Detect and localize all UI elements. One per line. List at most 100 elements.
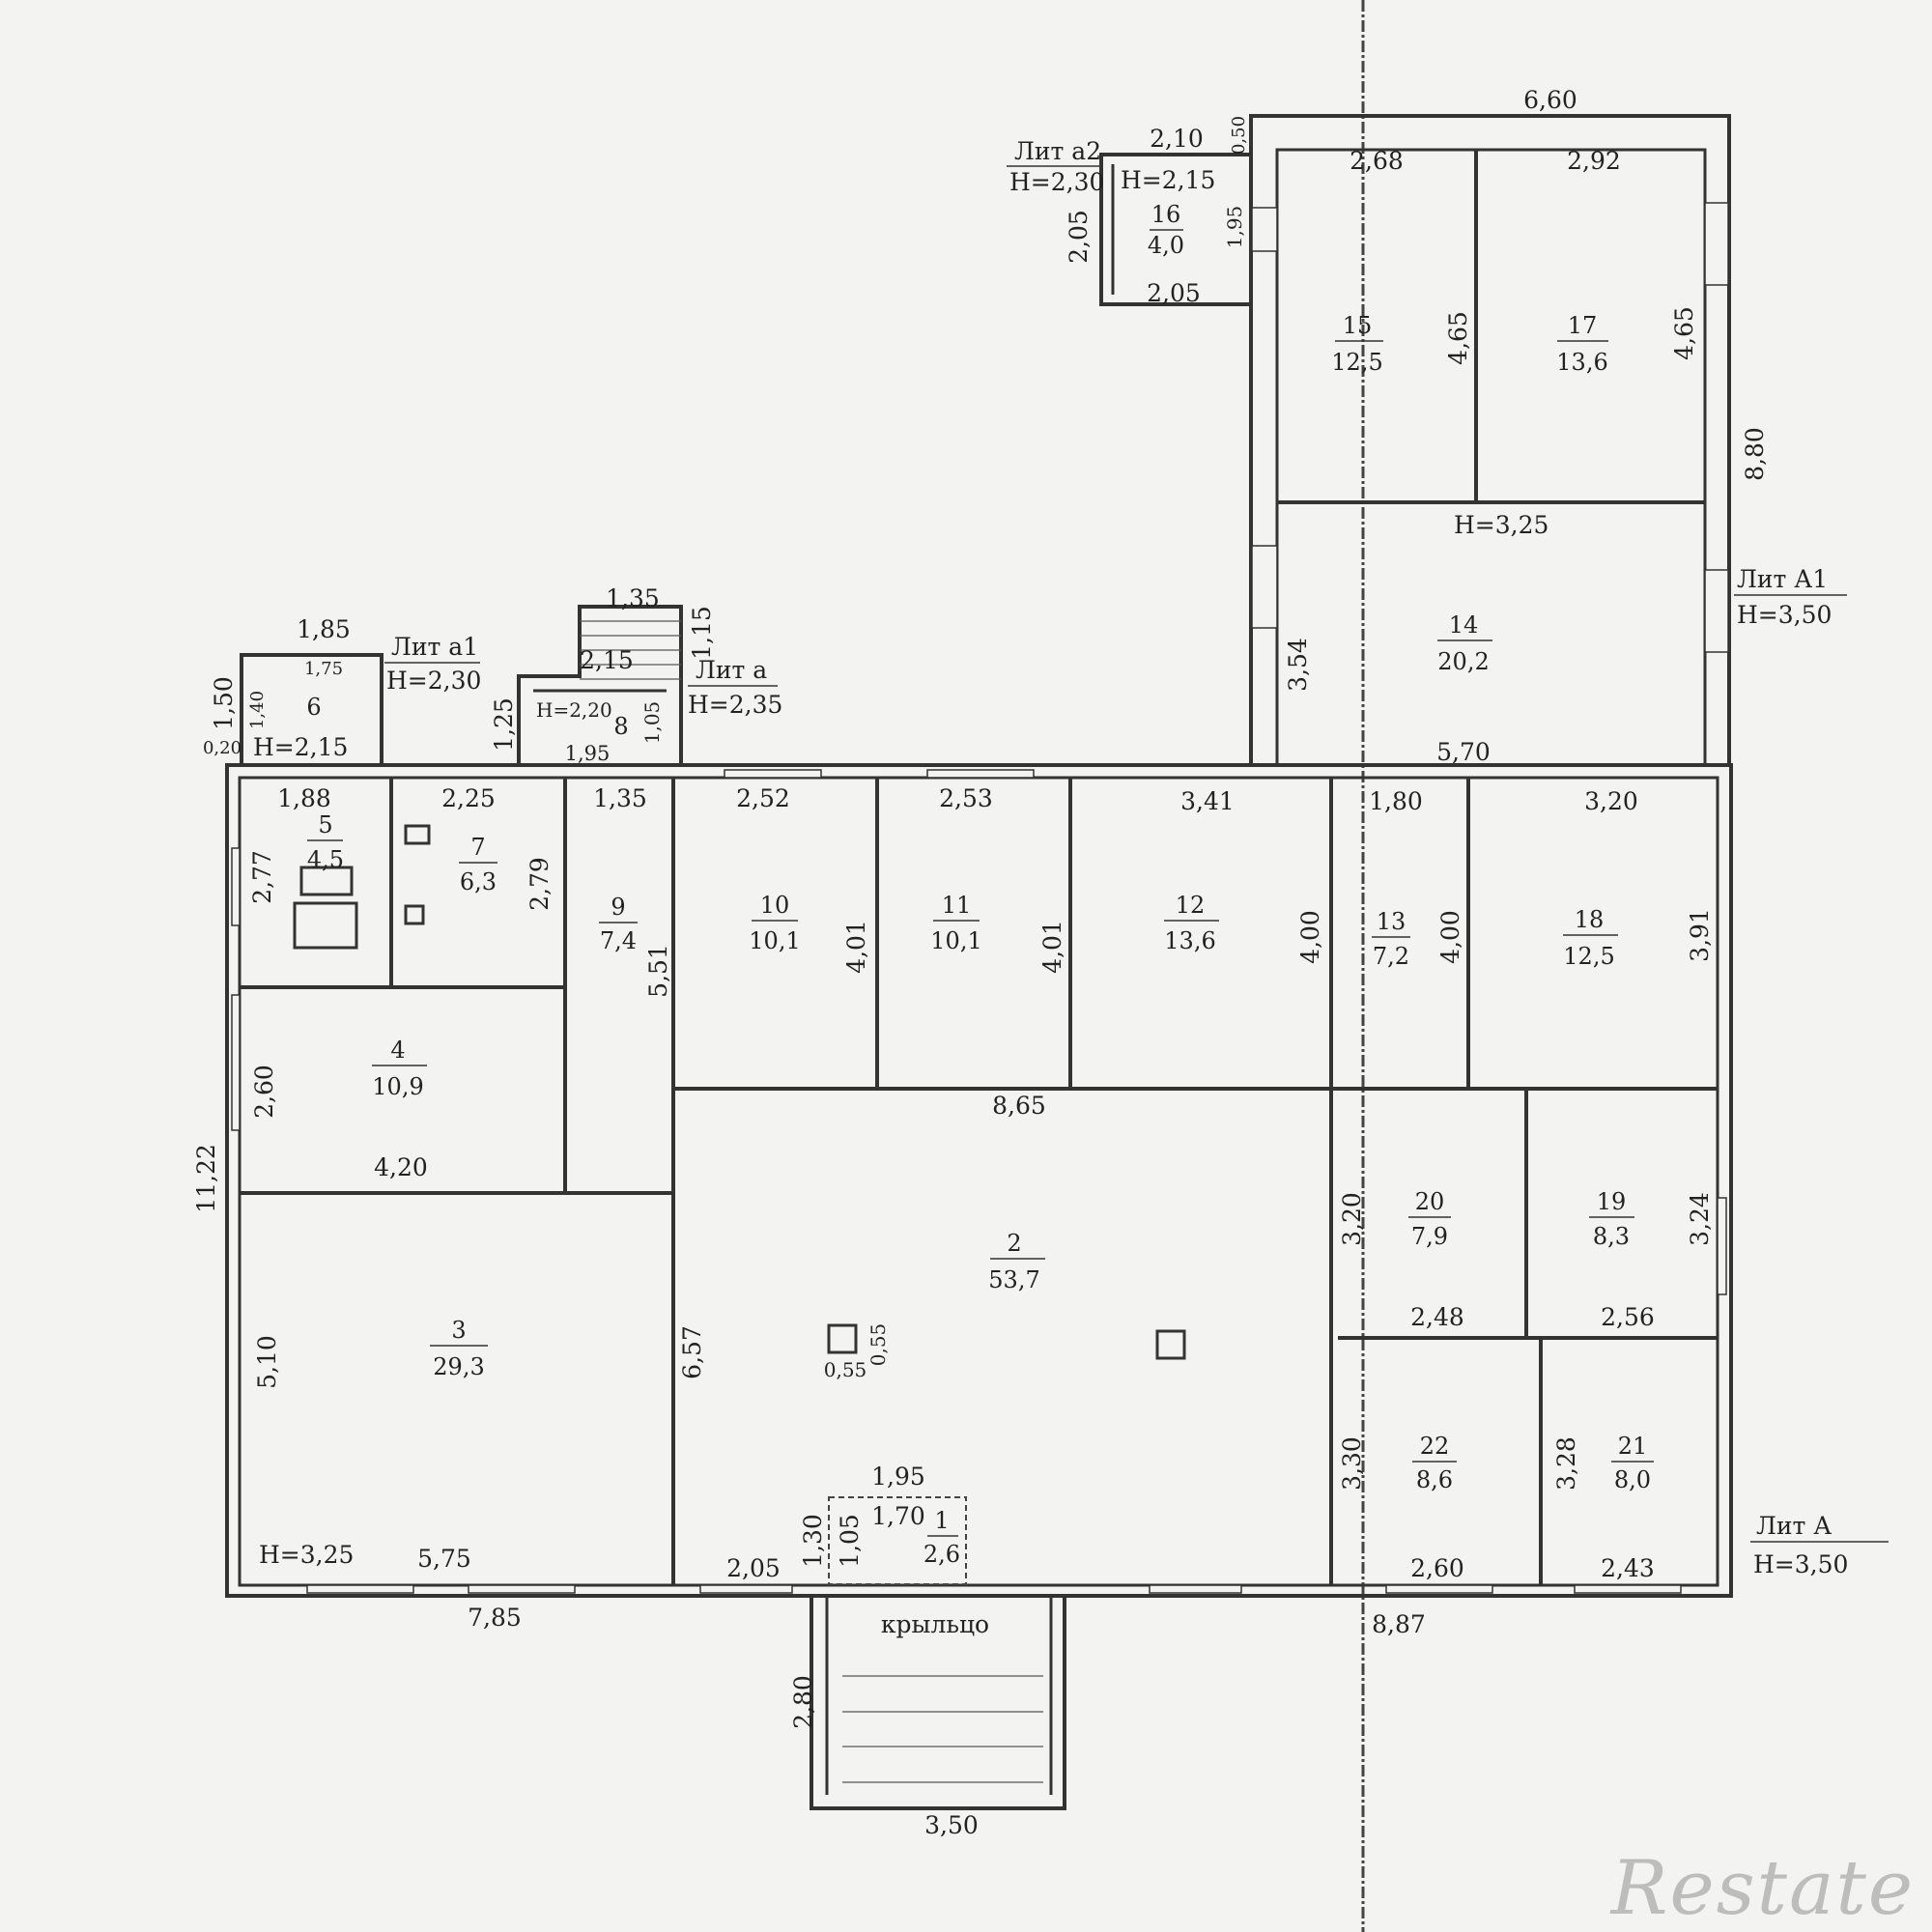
dimension: 5,10 [253, 1335, 281, 1389]
dimension: 5,70 [1436, 738, 1491, 766]
room-area: 6,3 [460, 868, 497, 895]
room-number: 15 [1343, 312, 1373, 339]
room-number: 8 [613, 713, 628, 740]
lit-labels: Лит А Н=3,50 Лит А1 Н=3,50 Лит а Н=2,35 … [253, 137, 1889, 1638]
room-area: 2,6 [923, 1541, 960, 1568]
dimension: 4,20 [374, 1153, 428, 1181]
dimension: 2,92 [1567, 147, 1621, 175]
dimension: 8,87 [1372, 1610, 1426, 1638]
dimension: 2,60 [1410, 1554, 1464, 1582]
room-area: 10,9 [372, 1073, 423, 1100]
height-14: Н=3,25 [1454, 511, 1548, 539]
room-area: 7,4 [600, 927, 637, 954]
room-number: 4 [390, 1037, 405, 1064]
room-area: 4,5 [307, 846, 344, 873]
dimensions-vertical: 0,50 2,05 1,95 4,65 4,65 8,80 3,54 1,15 … [192, 116, 1769, 1729]
height-16: Н=2,15 [1121, 166, 1215, 194]
dimension: 2,25 [441, 784, 496, 812]
room-number: 21 [1618, 1433, 1648, 1460]
windows [231, 202, 1729, 1594]
height-3: Н=3,25 [259, 1541, 354, 1569]
dimension: 5,75 [417, 1545, 471, 1573]
dimension: 0,55 [824, 1358, 867, 1381]
dimension: 1,25 [490, 697, 518, 752]
dimension: 2,60 [250, 1065, 278, 1119]
lit-a1-small-height: Н=2,30 [386, 667, 481, 695]
room-area: 13,6 [1556, 349, 1607, 376]
lit-a2-height: Н=2,30 [1009, 168, 1104, 196]
dimension: 6,57 [678, 1325, 706, 1379]
room-area: 12,5 [1331, 349, 1382, 376]
dimension: 1,70 [871, 1502, 925, 1530]
room-number: 16 [1151, 201, 1181, 228]
dimension: 2,43 [1601, 1554, 1655, 1582]
room-number: 22 [1420, 1433, 1450, 1460]
dimension: 1,35 [593, 784, 647, 812]
dimension: 1,05 [836, 1514, 864, 1568]
room-area: 7,9 [1411, 1223, 1448, 1250]
dimension: 3,30 [1338, 1436, 1366, 1491]
dimension: 2,77 [248, 850, 276, 904]
dimension: 4,00 [1436, 910, 1464, 964]
dimension: 1,85 [297, 615, 351, 643]
dimension: 5,51 [644, 944, 672, 998]
dimension: 0,50 [1229, 116, 1249, 155]
room-number: 14 [1449, 611, 1479, 639]
dimension: 3,20 [1584, 787, 1638, 815]
dimension: 2,79 [526, 857, 554, 911]
dimension: 1,95 [1223, 206, 1246, 249]
room-number: 5 [318, 811, 332, 838]
dimension: 0,20 [203, 738, 242, 758]
room-area: 10,1 [749, 927, 800, 954]
upper-wing [1249, 114, 1731, 765]
dimension: 6,60 [1523, 86, 1577, 114]
fixture-3 [404, 824, 431, 845]
height-6: Н=2,15 [253, 733, 348, 761]
dimension: 2,10 [1150, 125, 1204, 153]
porch [810, 1596, 1066, 1810]
room-area: 12,5 [1563, 943, 1614, 970]
main-outline [225, 763, 1733, 1598]
dimension: 3,28 [1552, 1436, 1580, 1491]
interior-walls [240, 778, 1718, 1585]
room-area: 20,2 [1437, 648, 1489, 675]
lit-a-small-label: Лит а [696, 656, 767, 684]
dimension: 4,01 [842, 920, 870, 974]
room-area: 7,2 [1373, 943, 1409, 970]
room-number: 10 [760, 892, 790, 919]
dimension: 1,15 [688, 606, 716, 660]
fixture-4 [404, 904, 425, 925]
room-area: 8,3 [1593, 1223, 1630, 1250]
lit-a1-height: Н=3,50 [1737, 601, 1832, 629]
column-1 [827, 1323, 858, 1354]
dimension: 1,50 [210, 676, 238, 730]
lit-a-height: Н=3,50 [1753, 1550, 1848, 1578]
dimension: 1,35 [606, 584, 660, 612]
vestibule-outline [828, 1496, 967, 1585]
room-area: 53,7 [988, 1266, 1039, 1293]
dimension: 1,88 [277, 784, 331, 812]
lit-a1-small-label: Лит а1 [391, 633, 478, 661]
room-number: 6 [306, 694, 321, 721]
room-number: 3 [451, 1317, 466, 1344]
dimension: 2,15 [580, 646, 634, 674]
porch-label: крыльцо [881, 1610, 989, 1638]
room-number: 20 [1415, 1188, 1445, 1215]
room-number: 19 [1597, 1188, 1627, 1215]
dimension: 2,68 [1350, 147, 1404, 175]
room-area: 10,1 [930, 927, 981, 954]
dimension: 2,52 [736, 784, 790, 812]
room-number: 11 [942, 892, 972, 919]
dimension: 0,55 [867, 1323, 890, 1367]
column-2 [1155, 1329, 1186, 1360]
dimension: 1,40 [247, 691, 268, 729]
dimension: 3,24 [1686, 1192, 1714, 1246]
fixture-1 [299, 866, 354, 896]
dimension: 1,30 [799, 1514, 827, 1568]
dimension: 11,22 [192, 1144, 220, 1213]
dimension: 4,01 [1038, 920, 1066, 974]
dimension: 8,80 [1741, 427, 1769, 481]
dimension: 4,00 [1296, 910, 1324, 964]
lit-a-small-height: Н=2,35 [688, 691, 782, 719]
dimension: 3,20 [1338, 1192, 1366, 1246]
